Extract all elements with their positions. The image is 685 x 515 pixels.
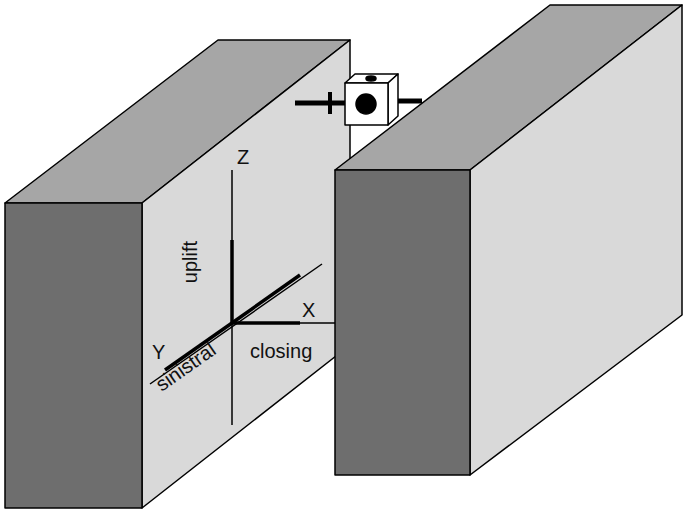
sensor-dial — [356, 94, 376, 114]
x-axis — [232, 322, 335, 324]
sensor-top-hole — [366, 76, 376, 81]
right-block-side — [470, 5, 682, 475]
sensor-side — [388, 74, 398, 125]
z-axis — [231, 170, 233, 425]
sensor-rod-left — [295, 101, 345, 106]
vector-label: closing — [250, 341, 312, 361]
y-axis-bold — [232, 275, 300, 323]
left-block-side — [142, 40, 350, 508]
sensor-anchor — [328, 92, 332, 114]
left-block-front — [5, 203, 142, 508]
uplift-vector — [230, 240, 234, 323]
sensor-box — [345, 83, 388, 125]
axis-label: Z — [237, 147, 249, 167]
right-block-front — [335, 170, 470, 475]
closing-vector — [232, 321, 300, 325]
axis-label: X — [302, 300, 315, 320]
axis-label: Y — [152, 342, 165, 362]
vector-label: uplift — [180, 241, 200, 283]
